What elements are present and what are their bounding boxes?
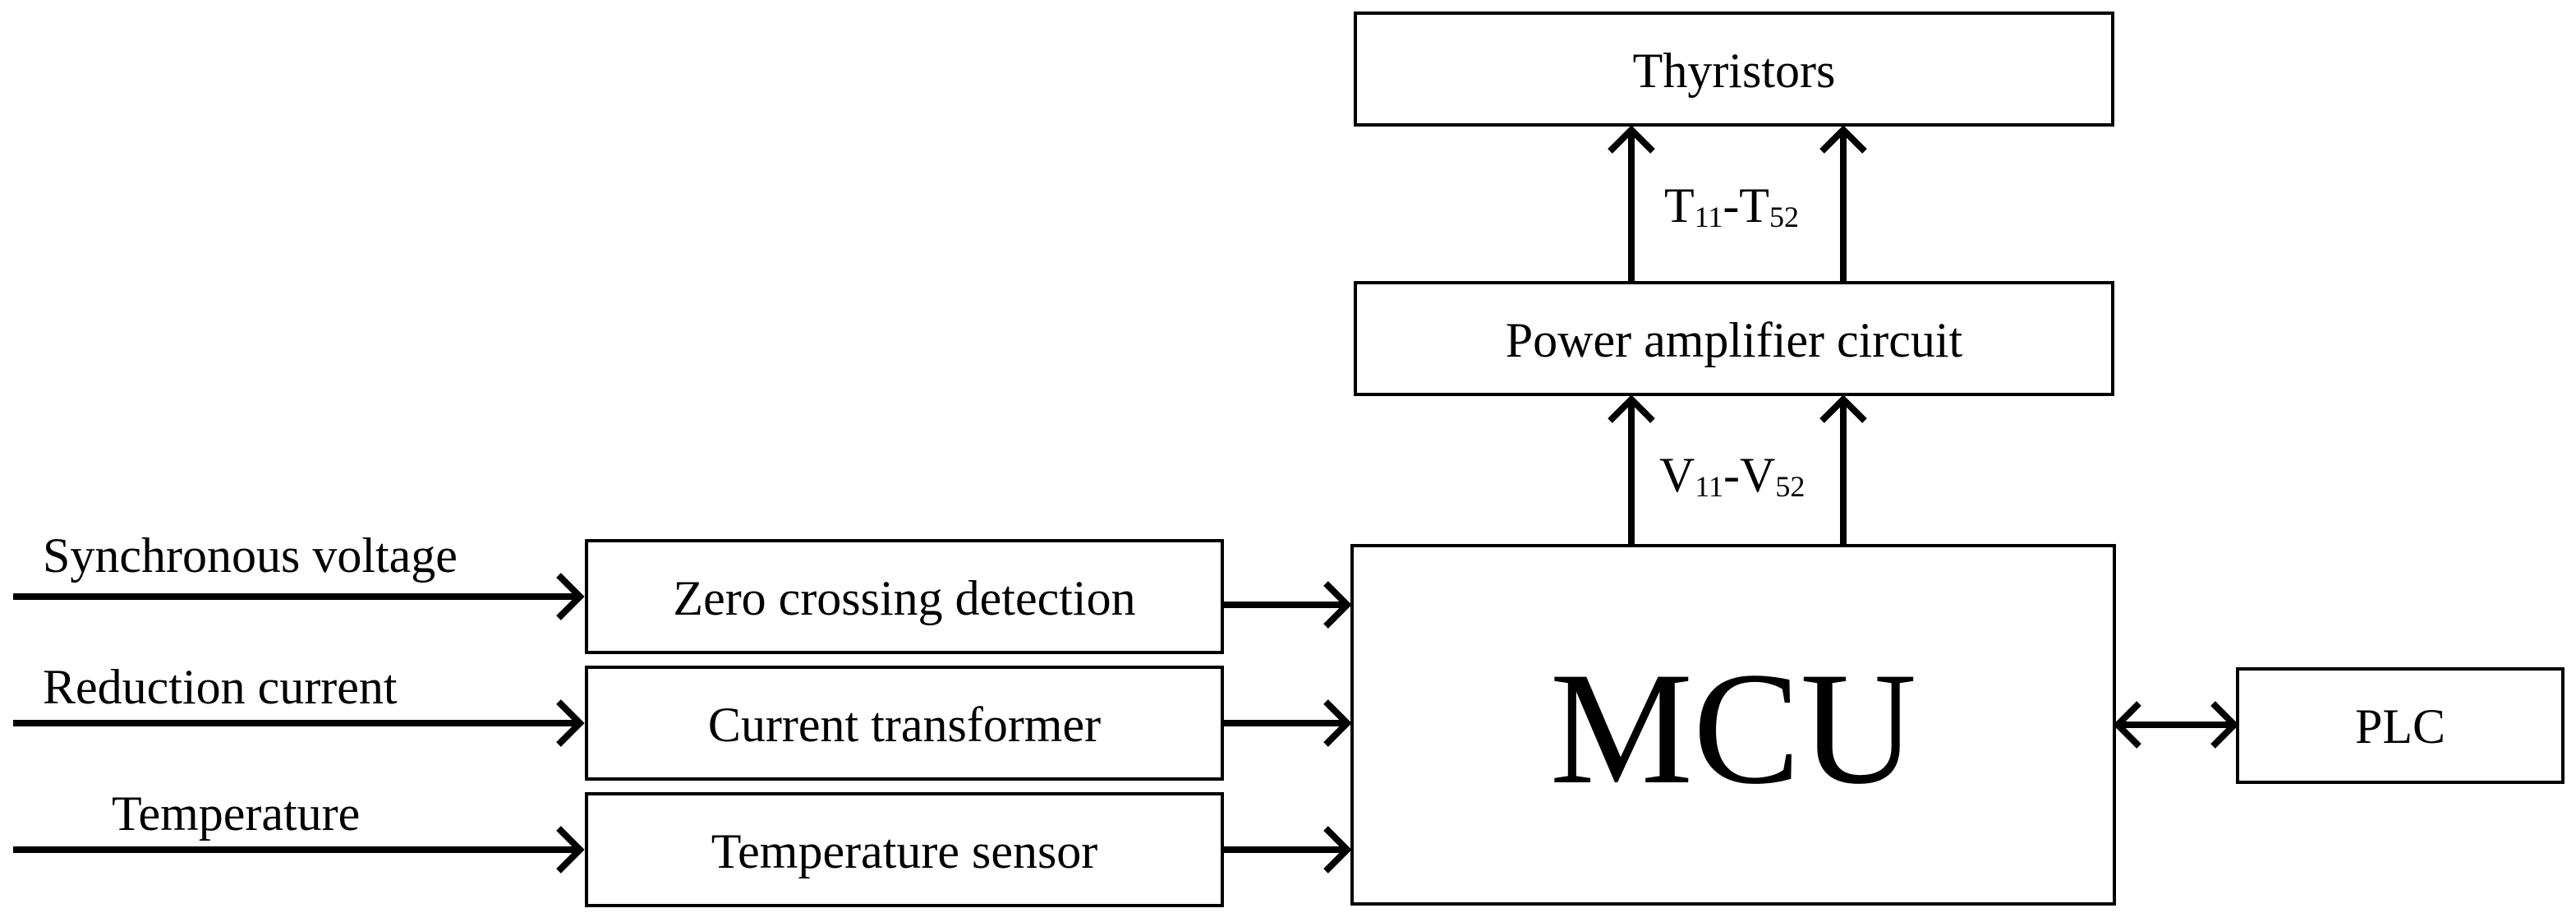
mcu-to-power-amplifier-arrow-right [1819,394,1867,546]
current-transformer-to-mcu-arrow [1224,699,1352,747]
mcu-label: MCU [1550,639,1917,818]
power-amplifier-label: Power amplifier circuit [1506,313,1963,367]
mcu-block: MCU [1350,544,2116,906]
v-signal-label: V11-V52 [1659,448,1805,503]
temperature-sensor-to-mcu-arrow [1224,826,1352,874]
current-transformer-block: Current transformer [585,666,1224,781]
power-amplifier-to-thyristors-arrow-right [1819,125,1867,283]
synchronous-voltage-arrow [13,573,585,620]
temperature-label: Temperature [112,786,360,841]
t-signal-label: T11-T52 [1664,178,1799,233]
temperature-arrow [13,826,585,874]
zero-crossing-block: Zero crossing detection [585,539,1224,654]
plc-label: PLC [2355,699,2445,754]
power-amplifier-block: Power amplifier circuit [1354,281,2114,396]
synchronous-voltage-label: Synchronous voltage [43,528,458,583]
mcu-plc-bidirectional-arrow [2113,701,2239,749]
power-amplifier-to-thyristors-arrow-left [1608,125,1655,283]
reduction-current-arrow [13,699,585,747]
temperature-sensor-label: Temperature sensor [711,824,1098,878]
zero-crossing-to-mcu-arrow [1224,581,1352,629]
current-transformer-label: Current transformer [708,698,1101,752]
thyristors-block: Thyristors [1354,12,2114,127]
zero-crossing-label: Zero crossing detection [673,571,1135,625]
reduction-current-label: Reduction current [43,660,398,714]
thyristors-label: Thyristors [1633,44,1836,98]
mcu-to-power-amplifier-arrow-left [1608,394,1655,546]
temperature-sensor-block: Temperature sensor [585,792,1224,907]
plc-block: PLC [2236,667,2564,784]
